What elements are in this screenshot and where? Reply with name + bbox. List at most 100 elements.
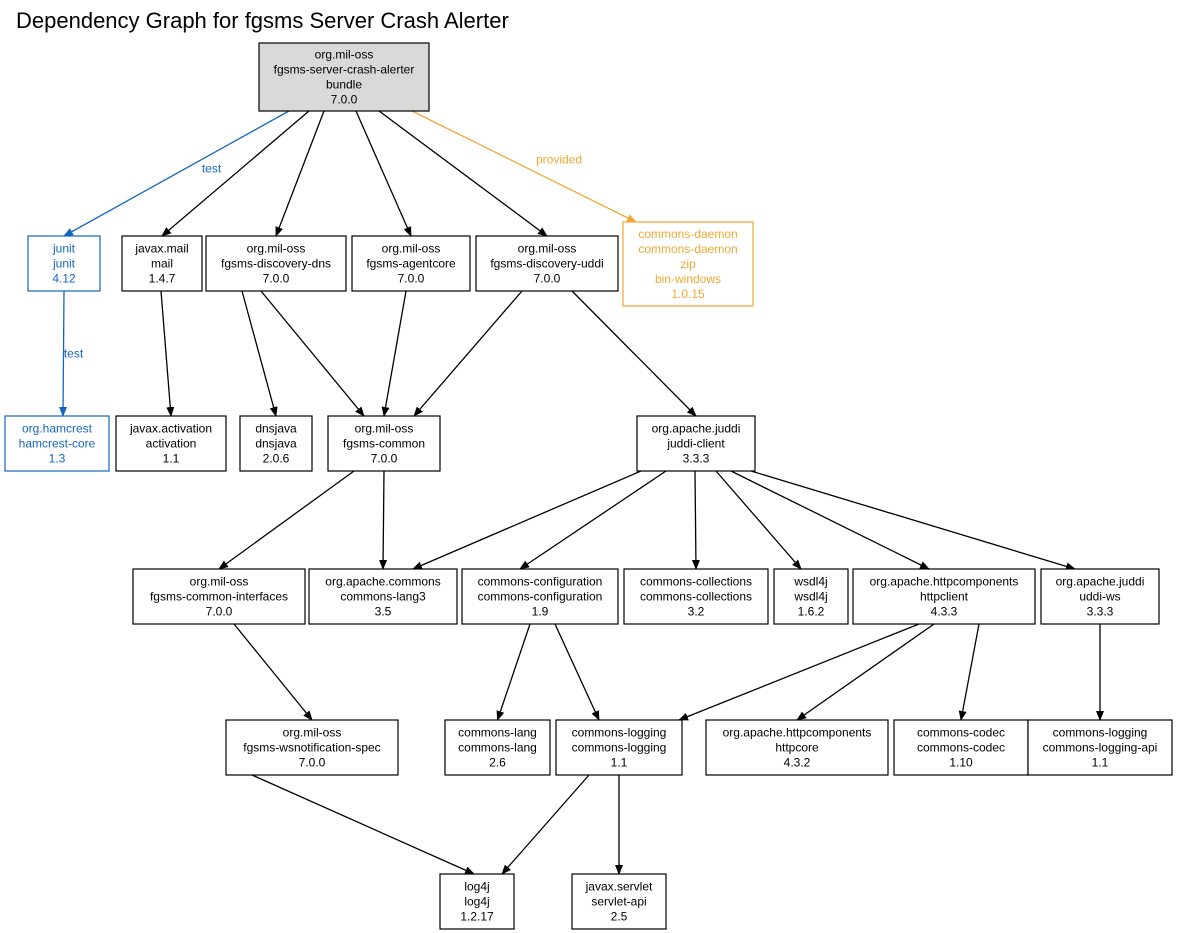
node-label-line: activation	[146, 437, 197, 451]
node-root: org.mil-ossfgsms-server-crash-alerterbun…	[258, 42, 430, 112]
edge-common-to-lang3	[379, 470, 388, 570]
edge-label: test	[64, 347, 84, 361]
edge-juddi-client-to-config	[519, 470, 667, 570]
node-label-line: commons-lang	[458, 741, 537, 755]
node-label-line: commons-logging	[572, 741, 667, 755]
node-label-line: commons-lang3	[340, 590, 426, 604]
node-label-line: commons-daemon	[638, 227, 737, 241]
node-box	[439, 873, 515, 930]
node-label-line: 1.4.7	[149, 272, 176, 286]
edge-line	[160, 290, 175, 417]
edge-httpclient-to-codec	[958, 623, 980, 721]
node-label-line: javax.servlet	[585, 880, 653, 894]
node-label-line: 4.3.2	[784, 756, 811, 770]
node-label-line: fgsms-discovery-uddi	[490, 257, 603, 271]
node-label-line: 2.6	[489, 756, 506, 770]
edge-line	[378, 110, 548, 237]
node-label-line: commons-collections	[640, 575, 752, 589]
edge-line	[251, 774, 475, 875]
edge-line	[355, 110, 412, 237]
node-label-line: org.mil-oss	[382, 242, 441, 256]
edge-line	[218, 470, 355, 570]
edge-common-to-common-if	[218, 470, 355, 570]
node-box	[115, 415, 227, 472]
node-box	[351, 235, 471, 292]
edge-line	[412, 470, 642, 570]
node-label-line: wsdl4j	[793, 575, 827, 589]
node-label-line: org.hamcrest	[22, 422, 93, 436]
node-box	[27, 235, 101, 292]
graph-title: Dependency Graph for fgsms Server Crash …	[16, 8, 509, 33]
node-label-line: 1.1	[1092, 756, 1109, 770]
edge-line	[571, 290, 697, 417]
node-label-line: 1.10	[949, 756, 973, 770]
edge-line	[519, 470, 667, 570]
node-label-line: 7.0.0	[206, 605, 233, 619]
edge-junit-to-hamcrest: test	[59, 290, 84, 417]
node-label-line: log4j	[464, 880, 489, 894]
node-label-line: 4.3.3	[931, 605, 958, 619]
edge-root-to-daemon: provided	[411, 110, 637, 223]
node-label-line: org.apache.httpcomponents	[723, 726, 872, 740]
node-label-line: commons-daemon	[638, 242, 737, 256]
node-daemon: commons-daemoncommons-daemonzipbin-windo…	[622, 221, 754, 307]
edge-line	[501, 774, 590, 875]
node-label-line: org.apache.juddi	[652, 422, 741, 436]
edge-line	[63, 110, 290, 237]
node-box	[121, 235, 203, 292]
edge-line	[241, 290, 278, 417]
node-box	[773, 568, 849, 625]
edge-line	[691, 470, 700, 570]
node-config: commons-configurationcommons-configurati…	[461, 568, 619, 625]
edge-root-to-disc-dns	[275, 110, 325, 237]
edge-line	[233, 623, 313, 721]
node-label-line: mail	[151, 257, 173, 271]
node-box	[1027, 719, 1173, 776]
node-box	[461, 568, 619, 625]
node-label-line: 3.5	[375, 605, 392, 619]
edge-line	[750, 470, 1076, 571]
node-label-line: 1.2.17	[460, 910, 494, 924]
node-label-line: commons-lang	[458, 726, 537, 740]
node-label-line: 4.12	[52, 272, 76, 286]
node-label-line: 1.3	[49, 452, 66, 466]
node-label-line: zip	[680, 257, 696, 271]
edge-httpclient-to-logging	[678, 623, 920, 721]
node-label-line: wsdl4j	[793, 590, 827, 604]
node-box	[705, 719, 889, 776]
node-label-line: org.mil-oss	[315, 48, 374, 62]
edge-config-to-lang	[496, 623, 531, 721]
node-box	[225, 719, 399, 776]
node-box	[258, 42, 430, 112]
edge-juddi-client-to-httpclient	[730, 470, 930, 570]
node-label-line: fgsms-agentcore	[366, 257, 456, 271]
node-label-line: fgsms-common	[343, 437, 425, 451]
edge-disc-uddi-to-common	[413, 290, 523, 417]
nodes-layer: org.mil-ossfgsms-server-crash-alerterbun…	[4, 42, 1173, 930]
edge-line	[59, 290, 68, 417]
edge-disc-dns-to-common	[260, 290, 365, 417]
node-label-line: log4j	[464, 895, 489, 909]
node-label-line: commons-logging-api	[1043, 741, 1158, 755]
node-label-line: 3.2	[688, 605, 705, 619]
edge-root-to-mail	[161, 110, 310, 237]
edge-line	[715, 470, 802, 570]
node-box	[308, 568, 458, 625]
node-label-line: 1.6.2	[798, 605, 825, 619]
